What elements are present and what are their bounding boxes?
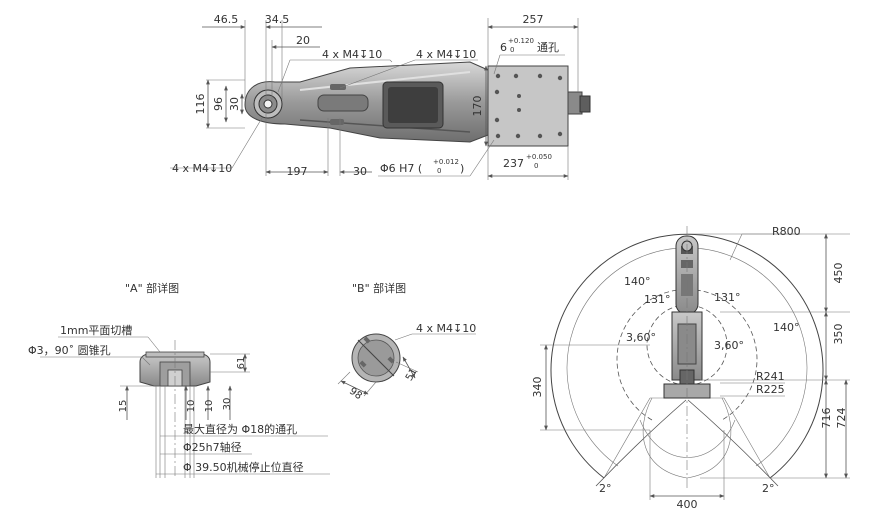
hole-tol-low: 0 <box>510 46 514 54</box>
ws-ang-140-left: 140° <box>624 275 651 288</box>
dim-30-vertical: 30 <box>228 97 241 111</box>
dim-15: 15 <box>118 400 129 413</box>
label-m4-b: 4 x M4↧10 <box>416 48 476 61</box>
detail-b-part <box>351 333 401 383</box>
label-m4-c: 4 x M4↧10 <box>172 162 232 175</box>
ws-r241: R241 <box>756 370 785 383</box>
detail-b: "B" 部详图 4 x M4↧10 98 51 <box>337 281 476 402</box>
ws-dim-724: 724 <box>835 408 848 429</box>
phi6-tol-low: 0 <box>437 167 441 175</box>
top-view-dimensions <box>170 18 579 180</box>
detail-b-title: "B" 部详图 <box>352 281 406 295</box>
dim-237-main: 237 <box>503 157 524 170</box>
detail-a-part <box>139 340 211 478</box>
dim-257: 257 <box>523 13 544 26</box>
dim-30: 30 <box>222 398 233 411</box>
dim-197: 197 <box>287 165 308 178</box>
dim-61: 61 <box>236 357 247 370</box>
ws-dim-340: 340 <box>531 377 544 398</box>
dim-10-b: 10 <box>204 400 215 413</box>
top-view: 46.5 34.5 20 257 4 x M4↧10 4 x M4↧10 6 +… <box>170 13 591 180</box>
top-view-arm <box>244 61 489 143</box>
ws-ang-131-right: 131° <box>714 291 741 304</box>
hole-main: 6 <box>500 41 507 54</box>
ws-dim-400: 400 <box>677 498 698 511</box>
dim-98: 98 <box>347 386 364 402</box>
phi6-main: Φ6 H7 ( <box>380 162 422 175</box>
ws-ang-360-right: 3,60° <box>714 339 744 352</box>
note-stop: Φ 39.50机械停止位直径 <box>183 460 304 474</box>
dim-10-a: 10 <box>186 400 197 413</box>
dim-237-up: +0.050 <box>526 153 552 161</box>
note-shaft: Φ25h7轴径 <box>183 440 242 454</box>
dim-51: 51 <box>404 366 420 383</box>
note-hole: 最大直径为 Φ18的通孔 <box>183 422 297 436</box>
ws-ang-140-right: 140° <box>773 321 800 334</box>
top-view-base <box>487 65 591 147</box>
dim-34-5: 34.5 <box>265 13 290 26</box>
ws-ang-2-left: 2° <box>599 482 612 495</box>
ws-ang-360-left: 3,60° <box>626 331 656 344</box>
label-m4-a: 4 x M4↧10 <box>322 48 382 61</box>
detail-b-label-m4: 4 x M4↧10 <box>416 322 476 335</box>
detail-a: "A" 部详图 1mm平面切槽 Φ3，90˚ 圆锥孔 <box>28 281 330 478</box>
ws-r225: R225 <box>756 383 785 396</box>
ws-dim-716: 716 <box>820 408 833 429</box>
note-slot: 1mm平面切槽 <box>60 324 132 337</box>
ws-dim-350: 350 <box>832 324 845 345</box>
ws-r800: R800 <box>772 225 801 238</box>
dim-20: 20 <box>296 34 310 47</box>
ws-ang-2-right: 2° <box>762 482 775 495</box>
workspace-view: R800 450 140° 131° 131° 140° 350 3,60° 3… <box>531 225 850 511</box>
note-cone: Φ3，90˚ 圆锥孔 <box>28 344 111 357</box>
dim-170: 170 <box>471 96 484 117</box>
phi6-close: ) <box>460 162 464 175</box>
dim-237-low: 0 <box>534 162 538 170</box>
hole-tol-up: +0.120 <box>508 37 534 45</box>
phi6-tol-up: +0.012 <box>433 158 459 166</box>
hole-suffix: 通孔 <box>537 41 559 54</box>
ws-ang-131-left: 131° <box>644 293 671 306</box>
detail-a-title: "A" 部详图 <box>125 281 179 295</box>
dim-46-5: 46.5 <box>214 13 239 26</box>
dim-30-horizontal: 30 <box>353 165 367 178</box>
dim-116: 116 <box>194 94 207 115</box>
dim-96: 96 <box>212 97 225 111</box>
ws-dim-450: 450 <box>832 263 845 284</box>
